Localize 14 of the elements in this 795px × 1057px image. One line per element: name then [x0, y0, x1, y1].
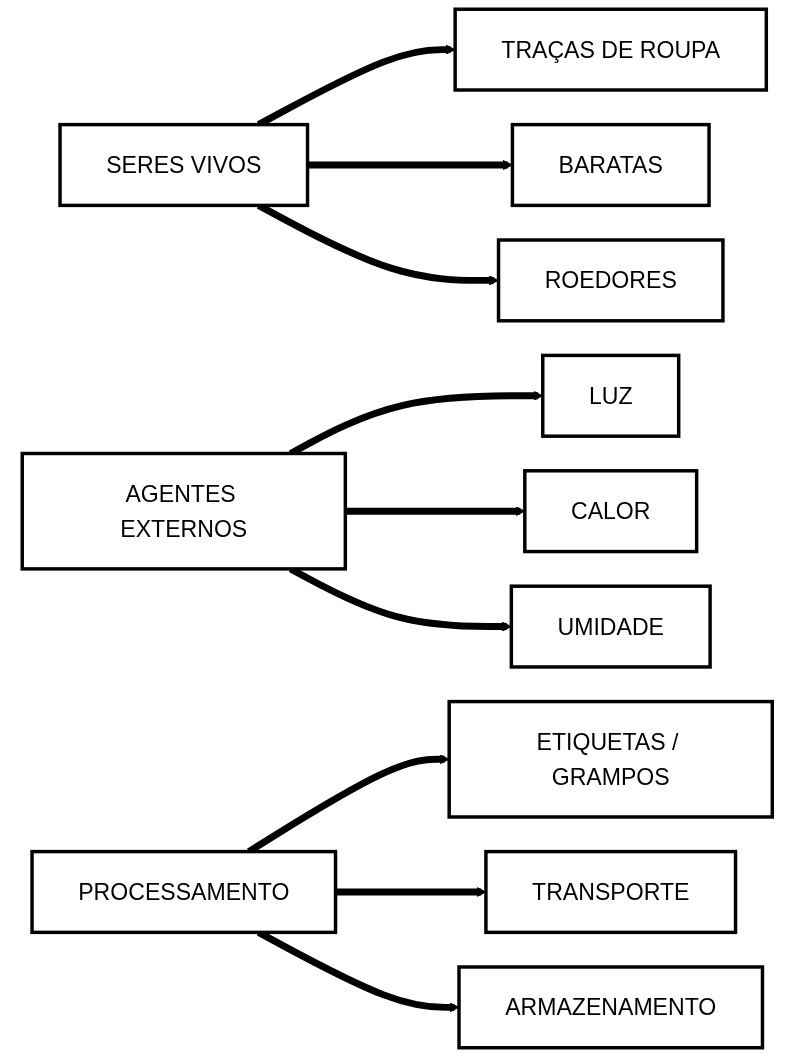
node-box: TRAÇAS DE ROUPA [453, 7, 769, 92]
node-box: PROCESSAMENTO [30, 849, 338, 935]
node-box: ARMAZENAMENTO [457, 965, 765, 1050]
node-box: ETIQUETAS / GRAMPOS [447, 699, 775, 819]
node-box: TRANSPORTE [484, 849, 738, 935]
node-box: UMIDADE [509, 584, 713, 669]
node-box: AGENTES EXTERNOS [20, 451, 348, 571]
node-box: SERES VIVOS [58, 122, 310, 208]
node-box: BARATAS [510, 122, 711, 208]
node-box: LUZ [541, 353, 681, 438]
arrow [345, 506, 526, 517]
node-box: ROEDORES [497, 238, 725, 323]
arrow [335, 886, 487, 898]
node-box: CALOR [523, 469, 699, 554]
